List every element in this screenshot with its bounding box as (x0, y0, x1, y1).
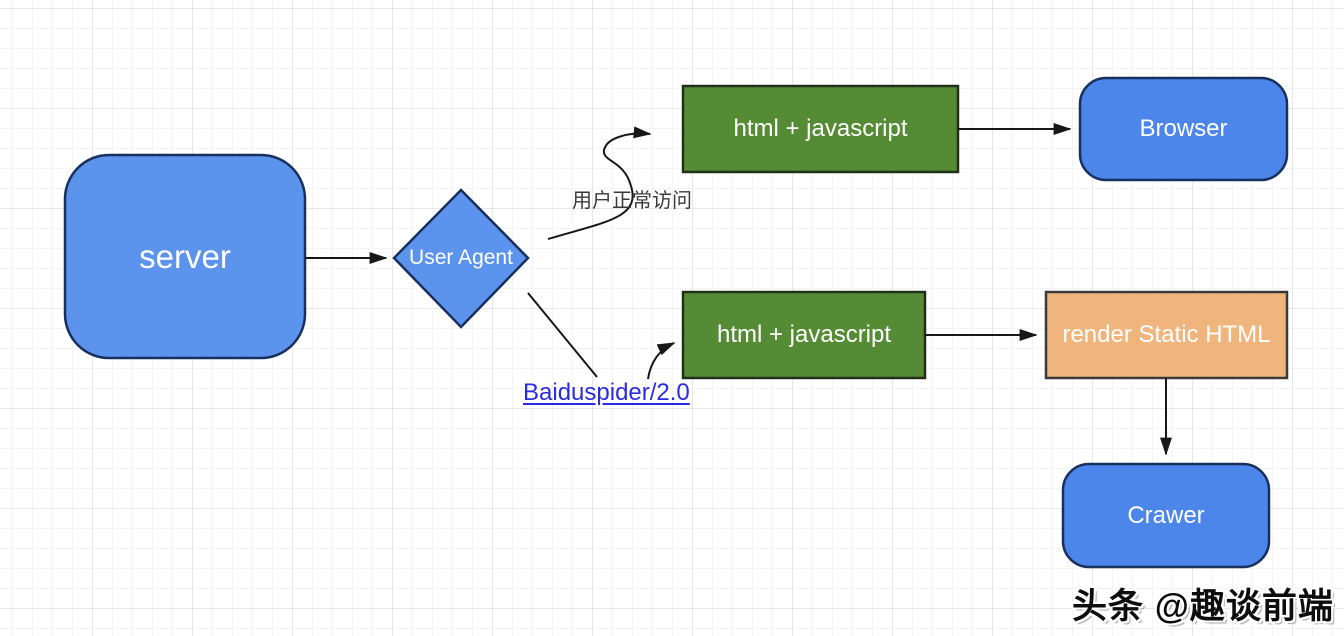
baiduspider-link[interactable]: Baiduspider/2.0 (523, 379, 690, 406)
html-javascript-bottom-node (681, 290, 927, 380)
browser-node-label: Browser (1139, 115, 1228, 143)
server-node (63, 153, 307, 360)
server-node-label: server (139, 237, 231, 275)
crawler-node (1061, 462, 1271, 569)
line-user-agent-to-baiduspider (527, 292, 598, 378)
html-javascript-bottom-label: html + javascript (716, 321, 892, 349)
render-static-html-label: render Static HTML (1062, 321, 1271, 349)
html-javascript-top-node (681, 84, 960, 174)
arrow-baiduspider-to-html-bottom (647, 342, 676, 380)
arrow-user-agent-to-html-top (547, 126, 652, 240)
normal-user-access-edge-label: 用户正常访问 (572, 190, 692, 212)
browser-node (1078, 76, 1289, 182)
crawler-node-label: Crawer (1127, 501, 1205, 529)
user-agent-decision-node (392, 188, 530, 329)
toutiao-watermark: 头条 @趣谈前端 (1072, 587, 1334, 626)
render-static-html-node (1044, 290, 1289, 380)
user-agent-node-label: User Agent (409, 246, 513, 270)
html-javascript-top-label: html + javascript (733, 115, 908, 143)
